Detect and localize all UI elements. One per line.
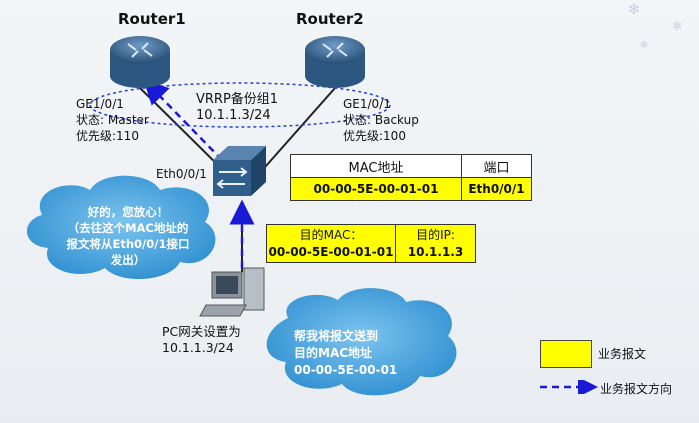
packet-mac-value: 00-00-5E-00-01-01 (268, 244, 394, 259)
router1-info: GE1/0/1 状态: Master 优先级:110 (76, 96, 149, 144)
packet-ip-cell: 目的IP: 10.1.1.3 (395, 224, 476, 263)
cloud-bottom-line1: 帮我将报文送到 (294, 329, 379, 343)
legend-yellow-box (540, 340, 592, 368)
pc-icon (199, 267, 265, 317)
cloud-left-line1: 好的，您放心！ (87, 205, 169, 219)
snowflake-icon: ✻ (628, 2, 640, 18)
legend-box-label: 业务报文 (598, 347, 647, 361)
switch-icon (213, 146, 266, 196)
switch-port-label: Eth0/0/1 (156, 167, 207, 181)
router1-title: Router1 (118, 10, 186, 28)
cloud-left-line2: （去往这个MAC地址的 (67, 221, 189, 235)
pc-label: PC网关设置为 10.1.1.3/24 (162, 324, 241, 356)
cloud-bottom-shape (266, 288, 457, 396)
mac-table-mac-value: 00-00-5E-00-01-01 (290, 177, 462, 201)
router1-port: GE1/0/1 (76, 97, 124, 111)
vrrp-group-name: VRRP备份组1 (196, 92, 279, 107)
packet-mac-cell: 目的MAC： 00-00-5E-00-01-01 (266, 224, 396, 263)
router1-state: 状态: Master (76, 113, 149, 127)
router1-icon (110, 36, 170, 88)
legend-arrow-label: 业务报文方向 (600, 382, 673, 396)
pc-label-line2: 10.1.1.3/24 (162, 340, 234, 355)
vrrp-group-ellipse (89, 82, 391, 128)
mac-table-header-port: 端口 (461, 154, 532, 178)
snowflake-icon: ✻ (672, 19, 682, 33)
mac-table-port-value: Eth0/0/1 (461, 177, 532, 201)
link-router2-switch (257, 87, 336, 176)
mac-address-table: MAC地址 端口 00-00-5E-00-01-01 Eth0/0/1 (290, 154, 532, 201)
cloud-left-shape (26, 175, 216, 280)
traffic-arrow-switch-to-router1 (143, 79, 223, 161)
packet-mac-label: 目的MAC： (299, 227, 363, 242)
cloud-bottom-text: 帮我将报文送到 目的MAC地址 00-00-5E-00-01 (294, 328, 444, 379)
router2-state: 状态: Backup (343, 113, 419, 127)
router2-info: GE1/0/1 状态: Backup 优先级:100 (343, 96, 419, 144)
router2-icon (305, 36, 365, 88)
vrrp-ip: 10.1.1.3/24 (196, 108, 271, 123)
vrrp-label: VRRP备份组1 10.1.1.3/24 (196, 92, 278, 124)
cloud-bottom-line2: 目的MAC地址 (294, 346, 373, 360)
router2-priority: 优先级:100 (343, 129, 406, 143)
mac-table-header-mac: MAC地址 (290, 154, 462, 178)
cloud-bottom-line3: 00-00-5E-00-01 (294, 363, 398, 377)
snowflake-icon: ✻ (640, 40, 648, 51)
cloud-left-text: 好的，您放心！ （去往这个MAC地址的 报文将从Eth0/0/1接口 发出） (48, 204, 208, 268)
legend-arrow-icon (540, 380, 598, 394)
router2-title: Router2 (296, 10, 364, 28)
cloud-left-line3: 报文将从Eth0/0/1接口 (66, 237, 190, 251)
router1-priority: 优先级:110 (76, 129, 139, 143)
packet-box: 目的MAC： 00-00-5E-00-01-01 目的IP: 10.1.1.3 (266, 224, 476, 263)
packet-ip-label: 目的IP: (416, 227, 455, 242)
pc-label-line1: PC网关设置为 (162, 324, 241, 339)
cloud-left-line4: 发出） (110, 253, 146, 267)
packet-ip-value: 10.1.1.3 (407, 244, 464, 259)
router2-port: GE1/0/1 (343, 97, 391, 111)
